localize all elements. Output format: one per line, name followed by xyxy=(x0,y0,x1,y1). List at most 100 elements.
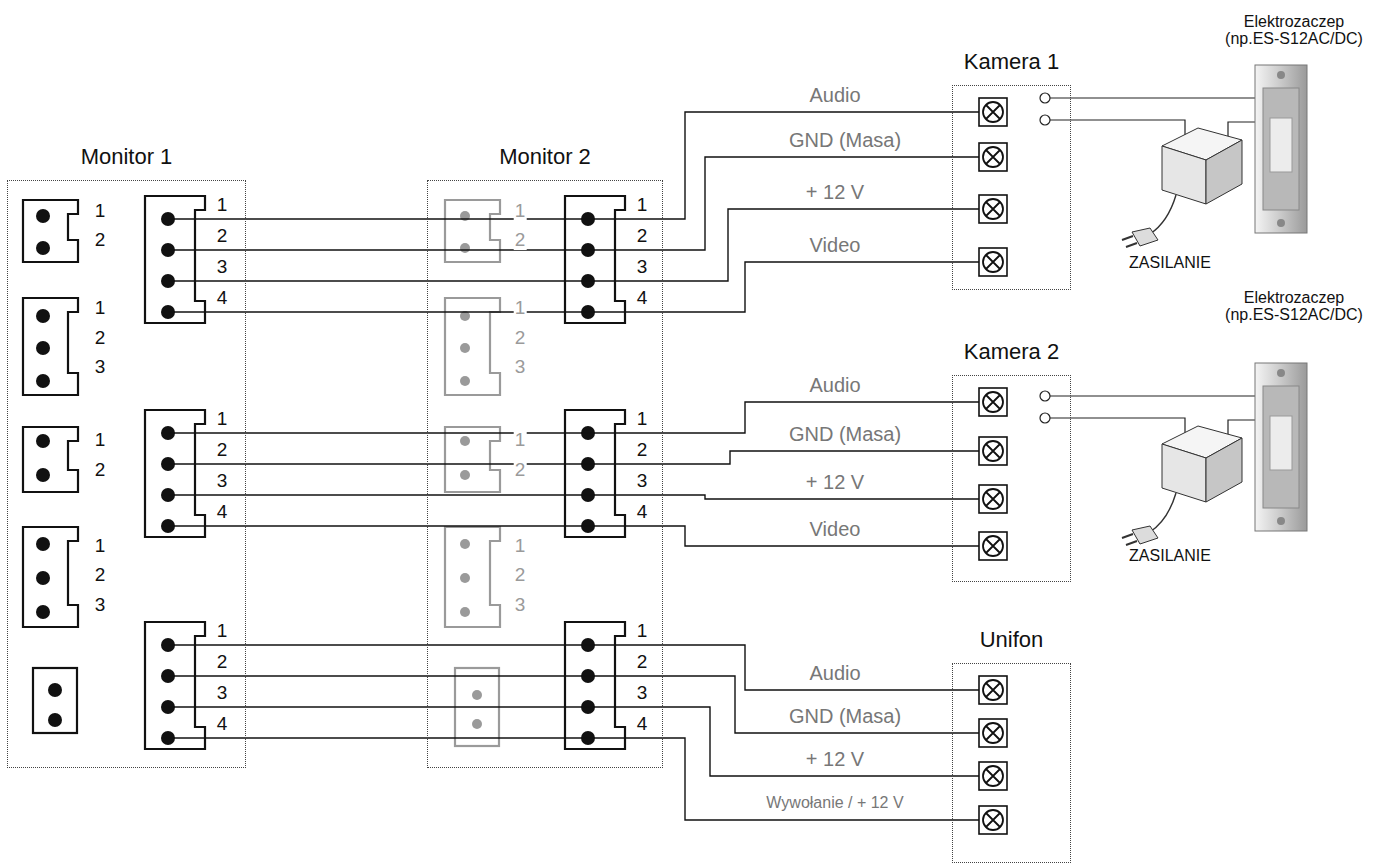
signal-name: + 12 V xyxy=(803,181,867,203)
terminal-screw xyxy=(983,723,1003,743)
monitor-connectors xyxy=(23,196,205,749)
contact-terminal xyxy=(1040,413,1050,423)
pin-dot xyxy=(460,470,470,480)
pin-number: 4 xyxy=(637,502,648,522)
pin-number: 3 xyxy=(637,257,648,277)
pin-dot xyxy=(460,607,470,617)
pin-number: 2 xyxy=(637,652,648,672)
connector-outline xyxy=(145,622,205,749)
pin-number: 1 xyxy=(637,195,648,215)
pin-number: 4 xyxy=(637,288,648,308)
pin-number: 2 xyxy=(217,652,228,672)
terminal-cross xyxy=(986,150,1000,164)
terminal-frame xyxy=(979,248,1007,276)
connector-outline xyxy=(145,410,205,537)
pin-number: 1 xyxy=(95,430,106,450)
signal-wire xyxy=(168,737,588,738)
signal-wire xyxy=(168,494,588,495)
device-heading: Unifon xyxy=(953,626,1070,654)
device-box: Kamera 2 xyxy=(952,375,1071,582)
terminal-cross xyxy=(986,539,1000,553)
pin-number: 1 xyxy=(95,298,106,318)
device-box: Kamera 1 xyxy=(952,85,1071,290)
strike-latch xyxy=(1270,118,1292,172)
terminal-screw xyxy=(983,441,1003,461)
monitor-housing: Monitor 1 xyxy=(7,180,246,768)
part-note: Elektrozaczep (np.ES-S12AC/DC) xyxy=(1216,14,1372,48)
pin-number: 3 xyxy=(637,471,648,491)
part-note: ZASILANIE xyxy=(1129,255,1211,272)
adapter-front xyxy=(1162,444,1206,502)
pin-dot xyxy=(36,434,50,448)
pin-number: 1 xyxy=(95,536,106,556)
pin-number: 2 xyxy=(217,226,228,246)
pin-number: 3 xyxy=(217,471,228,491)
terminal-frame xyxy=(979,195,1007,223)
adapter-side xyxy=(1206,140,1242,204)
terminal-cross xyxy=(986,769,1000,783)
pin-dot xyxy=(36,209,50,223)
terminal-frame xyxy=(979,719,1007,747)
pin-number: 2 xyxy=(217,440,228,460)
terminal-cross xyxy=(986,492,1000,506)
screw-terminal xyxy=(979,485,1007,513)
signal-wire xyxy=(588,676,979,733)
signal-wire xyxy=(588,402,979,433)
signal-name: Audio xyxy=(806,662,863,684)
adapter-front xyxy=(1162,146,1206,204)
pin-dot xyxy=(36,241,50,255)
pin-number: 4 xyxy=(217,714,228,734)
monitor-connectors xyxy=(445,196,625,749)
pin-dot xyxy=(460,573,470,583)
connector-outline xyxy=(145,196,205,323)
signal-name: GND (Masa) xyxy=(786,129,904,151)
pin-number: 2 xyxy=(637,226,648,246)
pin-number: 3 xyxy=(95,595,106,615)
pin-number: 2 xyxy=(95,328,106,348)
contact-terminal xyxy=(1040,115,1050,125)
pin-number: 3 xyxy=(95,357,106,377)
pin-number: 1 xyxy=(637,621,648,641)
electric-strike xyxy=(1040,363,1307,545)
signal-wire xyxy=(588,157,979,250)
screw-terminal xyxy=(979,762,1007,790)
contact-terminal xyxy=(1040,391,1050,401)
terminal-frame xyxy=(979,485,1007,513)
plate-screw xyxy=(1277,517,1285,525)
pin-number: 1 xyxy=(514,536,527,556)
connector-outline xyxy=(23,200,78,262)
pin-dot xyxy=(460,376,470,386)
plate-screw xyxy=(1277,219,1285,227)
signal-wire xyxy=(588,738,979,820)
pin-number: 1 xyxy=(217,621,228,641)
terminal-screw xyxy=(983,810,1003,830)
signal-wire xyxy=(588,526,979,546)
pin-number: 3 xyxy=(514,357,527,377)
signal-name: Audio xyxy=(806,84,863,106)
plate-screw xyxy=(1277,71,1285,79)
pin-number: 1 xyxy=(217,409,228,429)
signal-wire xyxy=(168,644,588,645)
part-note: ZASILANIE xyxy=(1129,548,1211,565)
pin-dot xyxy=(460,243,470,253)
pin-number: 1 xyxy=(514,430,527,450)
pin-dot xyxy=(48,713,62,727)
signal-wire xyxy=(168,280,588,281)
pin-number: 4 xyxy=(637,714,648,734)
screw-terminal xyxy=(979,532,1007,560)
signal-wire xyxy=(588,707,979,776)
screw-terminal xyxy=(979,719,1007,747)
terminal-screw xyxy=(983,392,1003,412)
signal-name: Wywołanie / + 12 V xyxy=(763,794,906,812)
device-heading: Kamera 1 xyxy=(953,48,1070,76)
screw-terminal xyxy=(979,195,1007,223)
pin-dot xyxy=(36,309,50,323)
terminal-frame xyxy=(979,676,1007,704)
terminal-cross xyxy=(986,105,1000,119)
signal-wire xyxy=(168,675,588,676)
signal-name: + 12 V xyxy=(803,471,867,493)
pin-number: 3 xyxy=(514,595,527,615)
connector-outline xyxy=(445,527,500,627)
signal-name: + 12 V xyxy=(803,748,867,770)
